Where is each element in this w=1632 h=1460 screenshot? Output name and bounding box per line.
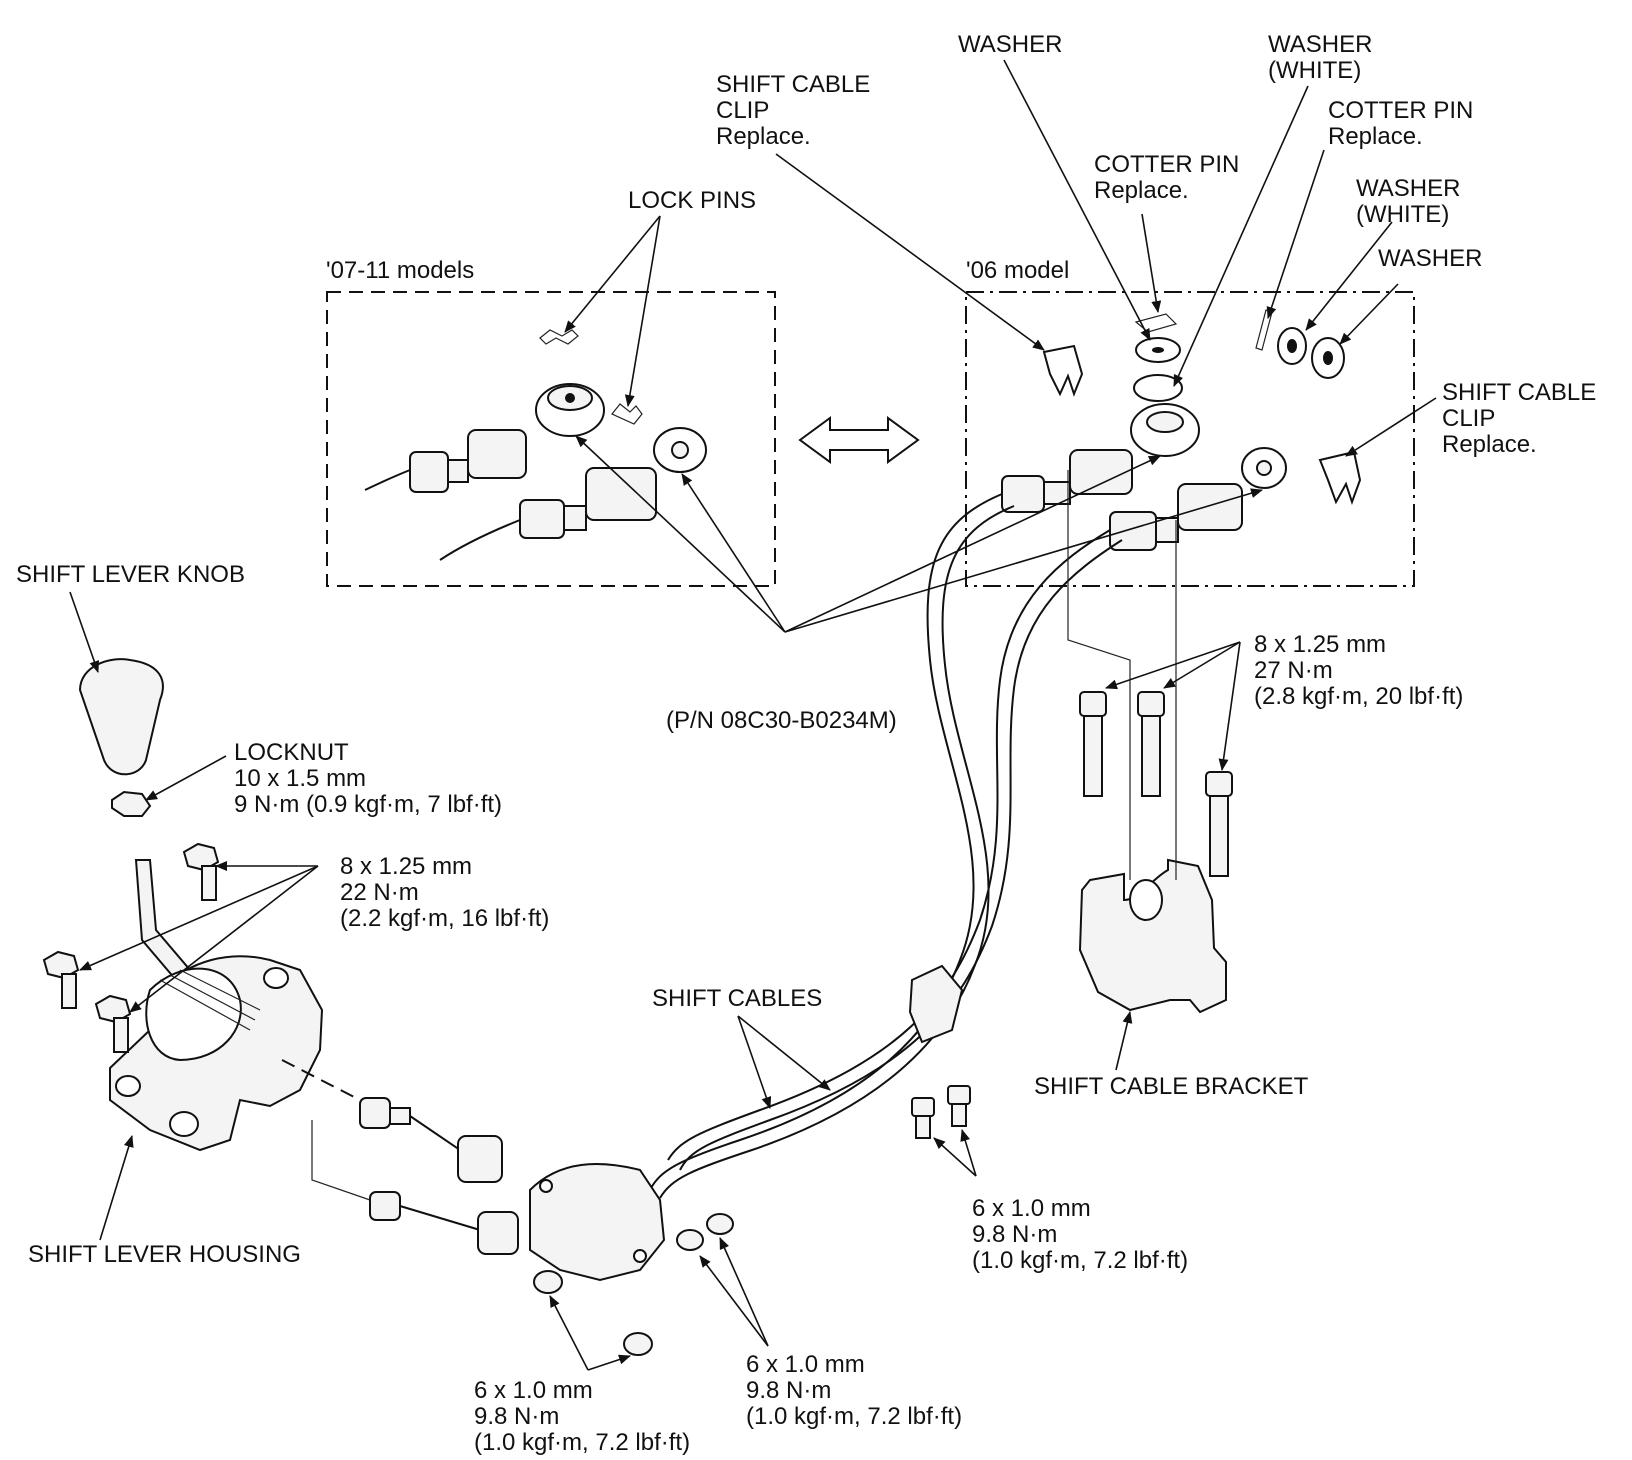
- label-bolt-6mm-right-torque-alt: (1.0 kgf·m, 7.2 lbf·ft): [972, 1247, 1188, 1274]
- guide-line: [281, 1059, 361, 1101]
- label-shift-cable-clip-right: SHIFT CABLE: [1442, 379, 1596, 406]
- label-part-number: (P/N 08C30-B0234M): [666, 707, 897, 734]
- label-model-06: '06 model: [966, 257, 1069, 284]
- label-washer-white-top-sub: (WHITE): [1268, 57, 1361, 84]
- model-06-box: [965, 291, 1415, 587]
- floor-nuts: [533, 1213, 734, 1356]
- text-labels: WASHER WASHER (WHITE) SHIFT CABLE CLIP R…: [16, 31, 1596, 1456]
- cable-end-06-lower: [1109, 447, 1287, 551]
- shift-lever: [134, 859, 192, 982]
- cable-end-0711-lower: [439, 427, 707, 561]
- shift-lever-housing: [109, 955, 324, 1152]
- guide-line: [1067, 470, 1131, 880]
- label-shift-cables: SHIFT CABLES: [652, 985, 822, 1012]
- label-washer-white-top: WASHER: [1268, 31, 1372, 58]
- label-nut-6mm-left-torque: 9.8 N·m: [474, 1403, 559, 1430]
- cable-floor-bracket: [529, 1163, 666, 1282]
- label-housing-bolt-torque: 22 N·m: [340, 879, 419, 906]
- washer-white-icon: [1133, 374, 1183, 402]
- cable-end-0711-upper: [364, 383, 605, 493]
- shift-cable-clip-icon: [1318, 450, 1362, 506]
- label-shift-cable-clip-right-3: Replace.: [1442, 431, 1537, 458]
- bolt-icon: [911, 1097, 935, 1117]
- label-housing-bolt-torque-alt: (2.2 kgf·m, 16 lbf·ft): [340, 905, 549, 932]
- label-shift-cable-clip-top-2: CLIP: [716, 97, 769, 124]
- label-locknut-size: 10 x 1.5 mm: [234, 765, 366, 792]
- shift-cable-bracket: [1078, 858, 1227, 1014]
- label-shift-cable-bracket: SHIFT CABLE BRACKET: [1034, 1073, 1309, 1100]
- label-cotter-pin-right-2: Replace.: [1328, 123, 1423, 150]
- label-washer-white-2-sub: (WHITE): [1356, 201, 1449, 228]
- label-nut-6mm-mid-size: 6 x 1.0 mm: [746, 1351, 865, 1378]
- label-bracket-bolt-torque-alt: (2.8 kgf·m, 20 lbf·ft): [1254, 683, 1463, 710]
- label-bolt-6mm-right-torque: 9.8 N·m: [972, 1221, 1057, 1248]
- label-nut-6mm-left-torque-alt: (1.0 kgf·m, 7.2 lbf·ft): [474, 1429, 690, 1456]
- label-locknut-torque: 9 N·m (0.9 kgf·m, 7 lbf·ft): [234, 791, 502, 818]
- shift-cable-clip-icon: [1042, 344, 1084, 397]
- bolt-icon: [947, 1085, 971, 1105]
- label-shift-cable-clip-top: SHIFT CABLE: [716, 71, 870, 98]
- cable-end-06-upper: [1001, 403, 1200, 513]
- label-shift-lever-knob: SHIFT LEVER KNOB: [16, 561, 245, 588]
- label-washer-top: WASHER: [958, 31, 1062, 58]
- models-0711-box: [326, 291, 776, 587]
- leader-lines: [69, 59, 1437, 1371]
- housing-bolts: [42, 842, 220, 1053]
- label-housing-bolt-size: 8 x 1.25 mm: [340, 853, 472, 880]
- label-cotter-pin-mid-2: Replace.: [1094, 177, 1189, 204]
- label-washer-2: WASHER: [1378, 245, 1482, 272]
- cotter-pin-icon: [1255, 309, 1273, 351]
- label-nut-6mm-mid-torque: 9.8 N·m: [746, 1377, 831, 1404]
- label-washer-white-2: WASHER: [1356, 175, 1460, 202]
- label-locknut: LOCKNUT: [234, 739, 349, 766]
- guide-line: [311, 1120, 371, 1201]
- label-cotter-pin-mid: COTTER PIN: [1094, 151, 1239, 178]
- label-models-0711: '07-11 models: [326, 257, 474, 284]
- label-cotter-pin-right: COTTER PIN: [1328, 97, 1473, 124]
- label-nut-6mm-mid-torque-alt: (1.0 kgf·m, 7.2 lbf·ft): [746, 1403, 962, 1430]
- lock-pin-icon: [539, 329, 579, 345]
- cable-ends-at-housing: [359, 1097, 519, 1255]
- interchange-arrow-icon: [798, 416, 920, 464]
- bracket-bolts: [1079, 691, 1233, 877]
- cable-clamp: [908, 964, 964, 1044]
- label-bolt-6mm-right-size: 6 x 1.0 mm: [972, 1195, 1091, 1222]
- locknut-icon: [111, 790, 152, 817]
- label-shift-lever-housing: SHIFT LEVER HOUSING: [28, 1241, 301, 1268]
- label-bracket-bolt-size: 8 x 1.25 mm: [1254, 631, 1386, 658]
- label-nut-6mm-left-size: 6 x 1.0 mm: [474, 1377, 593, 1404]
- shift-lever-knob: [78, 658, 164, 776]
- label-lock-pins: LOCK PINS: [628, 187, 756, 214]
- label-shift-cable-clip-top-3: Replace.: [716, 123, 811, 150]
- label-shift-cable-clip-right-2: CLIP: [1442, 405, 1495, 432]
- label-bracket-bolt-torque: 27 N·m: [1254, 657, 1333, 684]
- lock-pin-icon: [611, 403, 643, 425]
